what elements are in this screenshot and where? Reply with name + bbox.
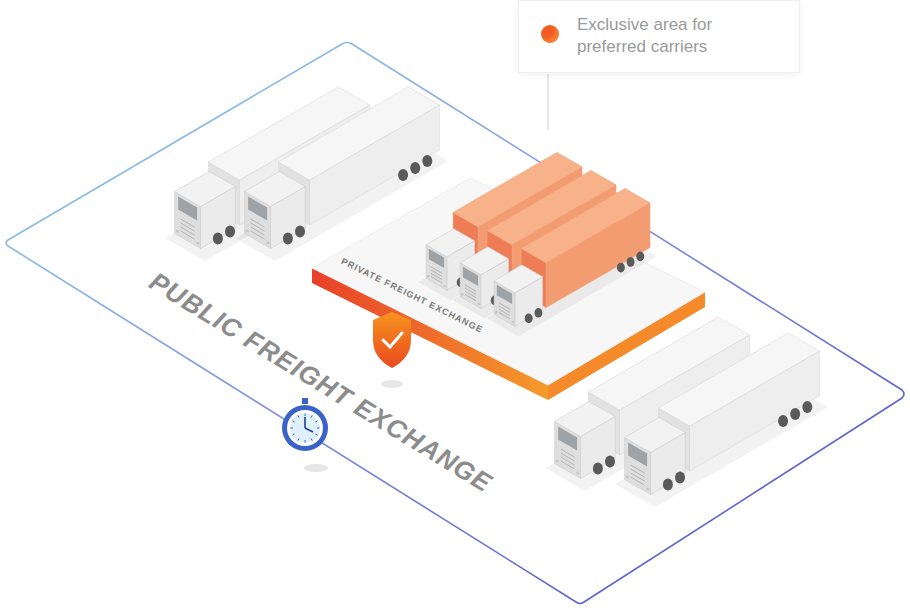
headlight (576, 471, 579, 474)
grille (181, 231, 195, 239)
truck-face (521, 188, 650, 262)
wheel (295, 226, 305, 238)
legend-swatch (541, 25, 559, 43)
grille (631, 465, 645, 473)
grille (561, 453, 575, 461)
wheel (534, 308, 542, 318)
headlight (196, 241, 199, 244)
headlight (444, 285, 447, 288)
grille (251, 227, 265, 235)
legend-box: Exclusive area for preferred carriers (518, 0, 800, 73)
wheel (675, 472, 685, 484)
truck-face (429, 249, 444, 268)
wheel (525, 314, 533, 324)
wheel (213, 233, 223, 245)
leader-line (548, 74, 549, 130)
grille (499, 312, 510, 318)
headlight (512, 321, 515, 324)
platform-outline (6, 43, 904, 604)
wheel (593, 463, 603, 475)
grille (499, 306, 510, 312)
wheel (663, 479, 673, 491)
grille (431, 276, 442, 282)
grille (465, 285, 476, 291)
grille (561, 449, 575, 457)
wheel (410, 162, 420, 174)
grille (251, 219, 265, 227)
wheel (605, 456, 615, 468)
grille (181, 223, 195, 231)
truck-face (248, 197, 267, 221)
legend-entry: Exclusive area for preferred carriers (519, 1, 799, 72)
wheel (617, 263, 625, 273)
truck (615, 333, 828, 507)
wheel (225, 226, 235, 238)
grille (499, 303, 510, 309)
truck-face (658, 333, 819, 426)
wheel (398, 169, 408, 181)
grille (465, 294, 476, 300)
grille (431, 273, 442, 279)
headlight (176, 229, 179, 232)
private-platform: PRIVATE FREIGHT EXCHANGE (300, 170, 720, 410)
legend-label: Exclusive area for preferred carriers (577, 14, 777, 58)
truck-face (628, 443, 647, 467)
headlight (495, 311, 498, 314)
grille (465, 288, 476, 294)
truck-face (497, 285, 512, 304)
grille (431, 267, 442, 273)
headlight (478, 303, 481, 306)
wheel (283, 233, 293, 245)
wheel (778, 415, 788, 427)
headlight (461, 293, 464, 296)
truck-face (178, 197, 197, 221)
wheel (627, 257, 635, 267)
shield-icon (373, 312, 411, 388)
headlight (556, 459, 559, 462)
grille (465, 291, 476, 297)
wheel (636, 252, 644, 262)
grille (561, 457, 575, 465)
grille (431, 270, 442, 276)
grille (561, 461, 575, 469)
grille (631, 477, 645, 485)
grille (631, 473, 645, 481)
grille (251, 231, 265, 239)
grille (631, 469, 645, 477)
headlight (626, 475, 629, 478)
headlight (266, 241, 269, 244)
clock-icon (282, 398, 328, 472)
truck-face (278, 87, 439, 180)
wheel (422, 155, 432, 167)
headlight (427, 275, 430, 278)
wheel (790, 408, 800, 420)
grille (251, 223, 265, 231)
truck (487, 188, 657, 336)
headlight (646, 487, 649, 490)
platform-shape (300, 170, 720, 410)
grille (181, 219, 195, 227)
truck-face (463, 267, 478, 286)
truck-face (558, 427, 577, 451)
headlight (246, 229, 249, 232)
grille (181, 227, 195, 235)
wheel (802, 401, 812, 413)
grille (499, 309, 510, 315)
